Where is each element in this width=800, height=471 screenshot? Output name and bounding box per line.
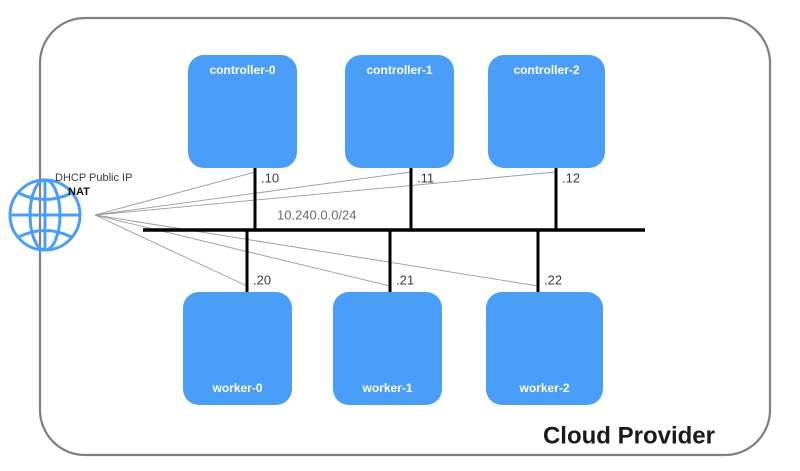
controller-node-2[interactable]: controller-2 — [488, 55, 605, 168]
ip-label-worker-1: .21 — [396, 272, 414, 287]
worker-drop-lines — [245, 230, 540, 292]
ip-label-controller-0: .10 — [261, 170, 279, 185]
ip-label-controller-1: .11 — [417, 170, 434, 185]
controller-0-label: controller-0 — [209, 63, 275, 77]
link-internet-worker-2 — [94, 214, 539, 287]
globe-latitude-lower — [17, 229, 73, 239]
worker-1-box[interactable] — [333, 292, 442, 405]
dhcp-public-ip-label: DHCP Public IP — [55, 172, 132, 184]
ip-label-worker-2: .22 — [544, 272, 562, 287]
worker-0-label: worker-0 — [211, 381, 262, 395]
ip-label-controller-2: .12 — [562, 170, 580, 185]
controller-1-box[interactable] — [345, 55, 454, 168]
controller-node-1[interactable]: controller-1 — [345, 55, 454, 168]
ip-label-worker-0: .20 — [253, 272, 271, 287]
controller-drop-lines — [253, 168, 558, 230]
worker-node-2[interactable]: worker-2 — [486, 292, 603, 405]
worker-2-label: worker-2 — [518, 381, 569, 395]
worker-node-0[interactable]: worker-0 — [183, 292, 292, 405]
controller-2-label: controller-2 — [513, 63, 579, 77]
globe-meridian-narrow — [28, 178, 62, 252]
controller-0-box[interactable] — [188, 55, 297, 168]
page-title: Cloud Provider — [543, 422, 715, 449]
worker-0-box[interactable] — [183, 292, 292, 405]
worker-1-label: worker-1 — [361, 381, 412, 395]
globe-icon — [8, 178, 82, 252]
subnet-label: 10.240.0.0/24 — [277, 207, 357, 222]
controller-node-0[interactable]: controller-0 — [188, 55, 297, 168]
link-internet-controller-2 — [94, 171, 557, 216]
link-internet-worker-0 — [94, 214, 248, 287]
link-internet-worker-1 — [94, 214, 391, 287]
globe-latitude-upper — [17, 191, 73, 201]
worker-node-1[interactable]: worker-1 — [333, 292, 442, 405]
cloud-provider-boundary — [38, 16, 772, 457]
controller-1-label: controller-1 — [366, 63, 432, 77]
worker-2-box[interactable] — [486, 292, 603, 405]
nat-label: NAT — [68, 186, 90, 198]
link-internet-controller-0 — [94, 171, 256, 216]
internet-link-group — [94, 171, 557, 287]
controller-2-box[interactable] — [488, 55, 605, 168]
link-internet-controller-1 — [94, 171, 412, 216]
